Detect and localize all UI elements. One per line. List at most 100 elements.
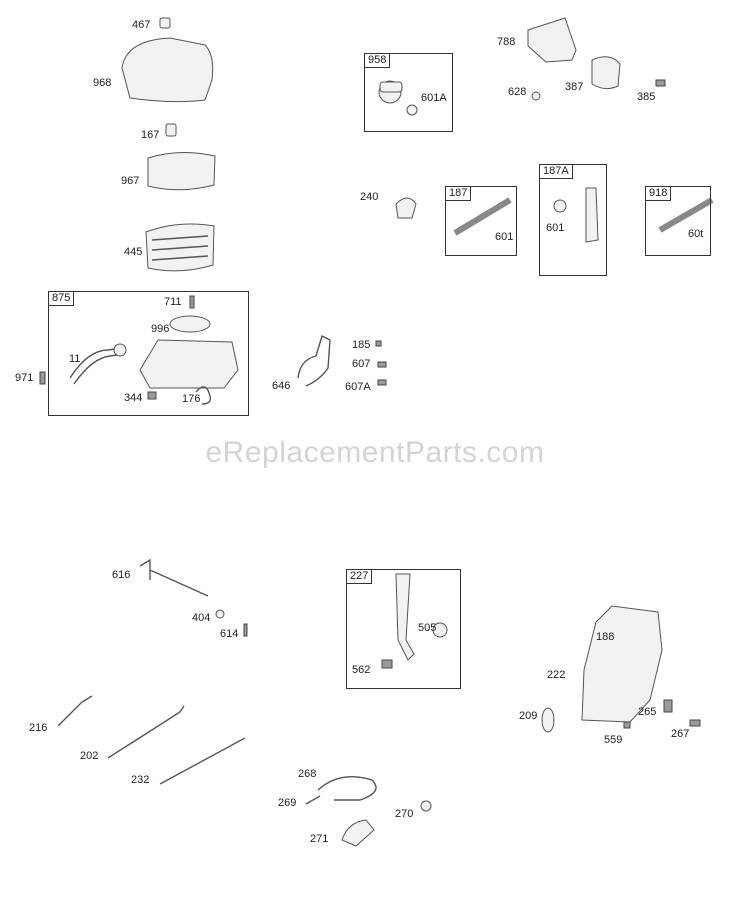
- part-11-tube: [69, 347, 125, 385]
- part-788-bracket: [527, 17, 577, 63]
- part-505-knob: [432, 622, 448, 638]
- part-562-screw: [381, 659, 393, 669]
- callout-562: 562: [352, 664, 371, 676]
- part-607-screw: [377, 361, 387, 368]
- part-187A-clamp: [553, 199, 567, 213]
- group-box-187A: 187A: [539, 164, 607, 276]
- part-467-cap: [159, 17, 171, 29]
- callout-187A-601: 601: [546, 222, 565, 234]
- part-614-pin: [243, 623, 248, 637]
- part-209-spring: [541, 707, 555, 733]
- group-box-918: 918: [645, 186, 711, 256]
- callout-918-601: 60t: [688, 228, 704, 240]
- callout-559: 559: [604, 734, 623, 746]
- callout-271: 271: [310, 833, 329, 845]
- part-404-nut: [215, 609, 225, 619]
- part-240-valve: [395, 197, 417, 219]
- group-label-958: 958: [364, 53, 391, 68]
- part-176-spring: [195, 386, 212, 405]
- callout-404: 404: [192, 612, 211, 624]
- callout-971: 971: [15, 372, 34, 384]
- callout-188: 188: [596, 631, 615, 643]
- part-268-cable: [317, 776, 377, 801]
- callout-996: 996: [151, 323, 170, 335]
- callout-958-601A: 601A: [421, 92, 447, 104]
- part-187-hose: [453, 197, 512, 236]
- callout-467: 467: [132, 19, 151, 31]
- callout-176: 176: [182, 393, 201, 405]
- callout-628: 628: [508, 86, 527, 98]
- callout-505: 505: [418, 622, 437, 634]
- callout-445: 445: [124, 246, 143, 258]
- part-187A-hose: [585, 187, 599, 243]
- callout-614: 614: [220, 628, 239, 640]
- callout-967: 967: [121, 175, 140, 187]
- group-box-227: 227: [346, 569, 461, 689]
- callout-385: 385: [637, 91, 656, 103]
- part-711-screw: [189, 295, 195, 309]
- part-167-nut: [165, 123, 177, 137]
- callout-167: 167: [141, 129, 160, 141]
- callout-267: 267: [671, 728, 690, 740]
- part-387-governor: [591, 56, 621, 90]
- part-270-nut: [420, 800, 432, 812]
- group-label-227: 227: [346, 569, 373, 584]
- group-box-958: 958: [364, 53, 453, 132]
- callout-222: 222: [547, 669, 566, 681]
- group-box-187: 187: [445, 186, 517, 256]
- part-971-clamp: [39, 371, 46, 385]
- callout-968: 968: [93, 77, 112, 89]
- part-559-screw: [623, 721, 631, 729]
- group-label-918: 918: [645, 186, 672, 201]
- part-271-handle: [341, 819, 375, 847]
- part-628-bolt: [531, 91, 541, 101]
- part-967-precleaner: [147, 151, 216, 191]
- part-646-bracket: [297, 335, 331, 387]
- group-label-187: 187: [445, 186, 472, 201]
- part-185-nut: [375, 340, 382, 347]
- callout-270: 270: [395, 808, 414, 820]
- callout-387: 387: [565, 81, 584, 93]
- part-385-pin: [655, 79, 666, 87]
- callout-187-601: 601: [495, 231, 514, 243]
- part-607A-screw: [377, 379, 387, 386]
- part-344-screw: [147, 391, 157, 400]
- part-227-lever: [395, 573, 415, 661]
- part-958-nut: [406, 104, 418, 116]
- part-202-link: [107, 705, 185, 759]
- callout-216: 216: [29, 722, 48, 734]
- callout-232: 232: [131, 774, 150, 786]
- part-11-end: [113, 343, 127, 357]
- part-267-screw: [689, 719, 701, 727]
- callout-265: 265: [638, 706, 657, 718]
- part-918-hose: [658, 197, 714, 233]
- part-265-clip: [663, 699, 673, 713]
- callout-209: 209: [519, 710, 538, 722]
- part-616-rod: [139, 558, 209, 597]
- callout-269: 269: [278, 797, 297, 809]
- part-958-arm: [379, 81, 403, 93]
- callout-607: 607: [352, 358, 371, 370]
- group-label-187A: 187A: [539, 164, 573, 179]
- part-996-seal: [169, 315, 211, 333]
- group-box-875: 875: [48, 291, 249, 416]
- part-188-bracket: [581, 605, 663, 723]
- callout-607A: 607A: [345, 381, 371, 393]
- callout-788: 788: [497, 36, 516, 48]
- watermark: eReplacementParts.com: [205, 436, 545, 469]
- callout-344: 344: [124, 392, 143, 404]
- part-216-link: [57, 695, 93, 727]
- part-445-pleats: [151, 235, 209, 261]
- callout-268: 268: [298, 768, 317, 780]
- callout-711: 711: [164, 296, 182, 308]
- part-269-end: [305, 795, 321, 805]
- callout-646: 646: [272, 380, 291, 392]
- part-232-spring: [159, 737, 246, 785]
- callout-185: 185: [352, 339, 371, 351]
- callout-240: 240: [360, 191, 379, 203]
- callout-616: 616: [112, 569, 131, 581]
- group-label-875: 875: [48, 291, 75, 306]
- callout-11: 11: [69, 353, 81, 365]
